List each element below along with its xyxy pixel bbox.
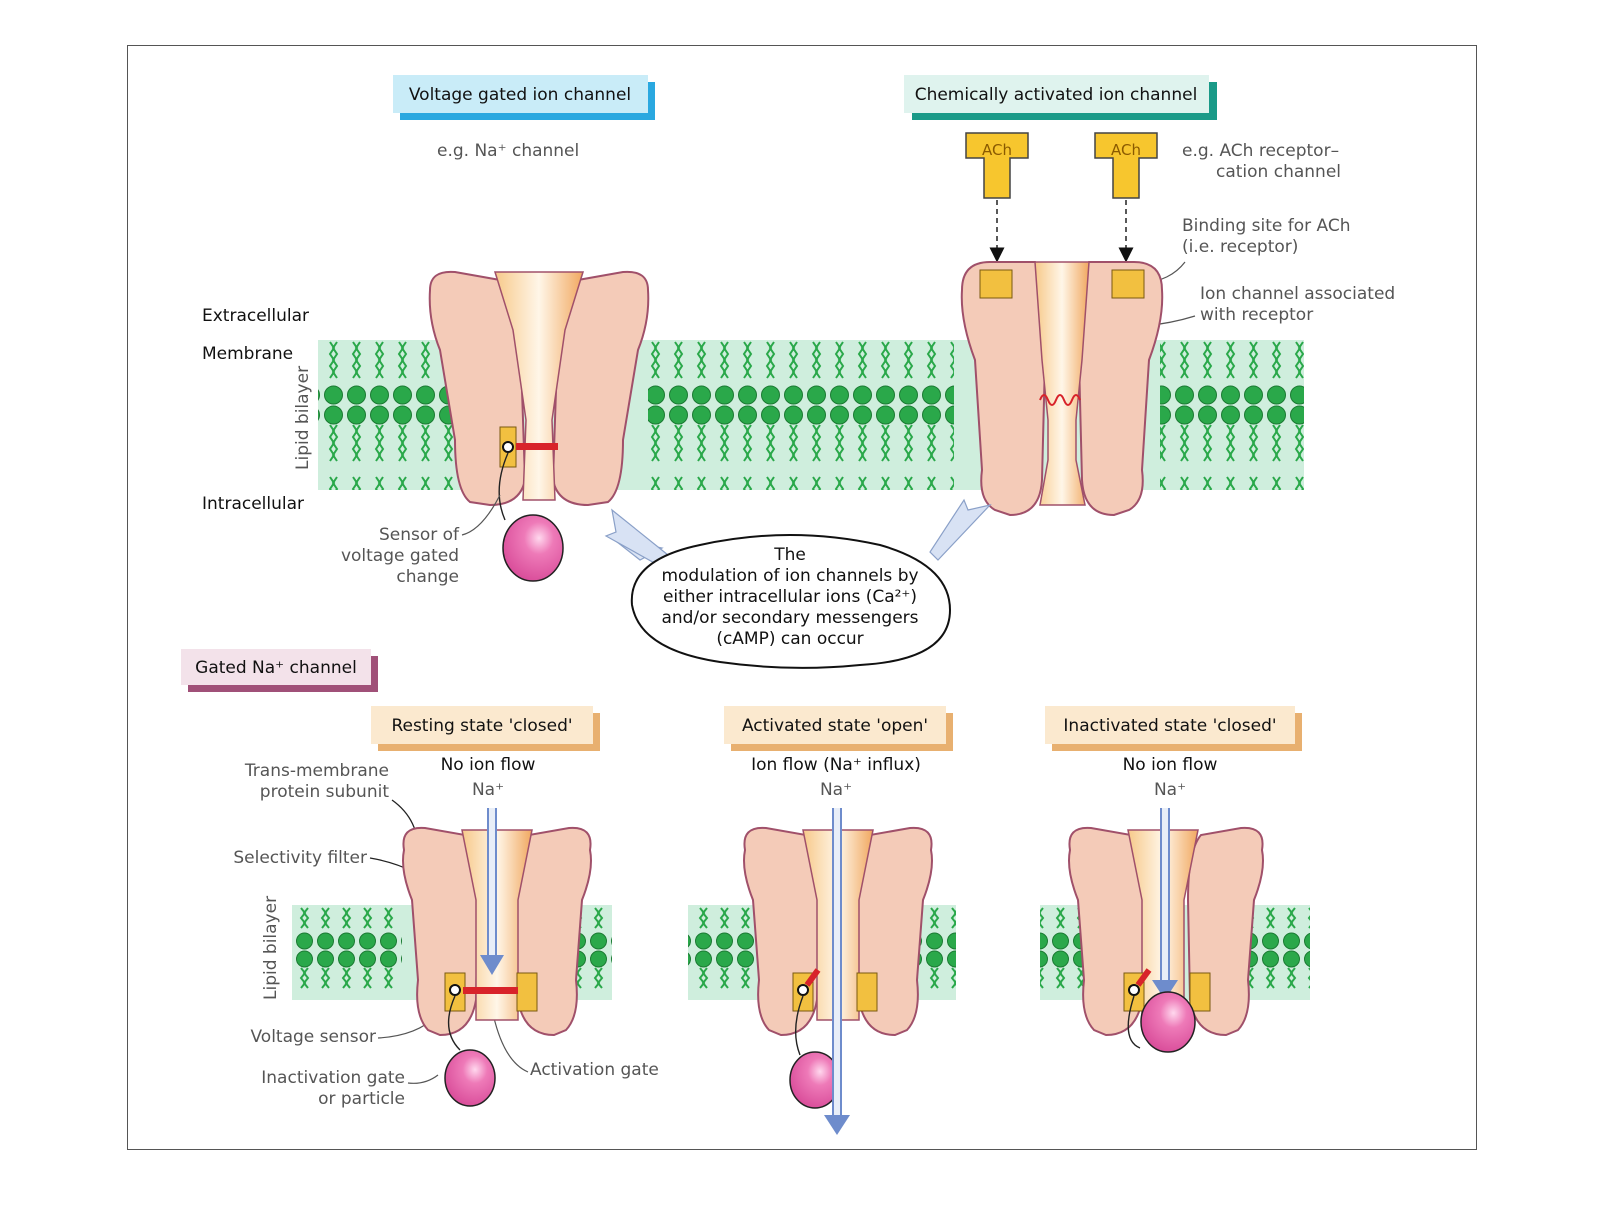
chem-example-line-1: e.g. ACh receptor–	[1182, 141, 1339, 161]
binding-site-line-2: (i.e. receptor)	[1182, 237, 1298, 257]
flow-text: No ion flow	[1123, 755, 1218, 775]
selectivity-label: Selectivity filter	[233, 848, 367, 868]
gated-na-title: Gated Na⁺ channel	[195, 658, 357, 678]
binding-site-line-1: Binding site for ACh	[1182, 216, 1351, 236]
ion-arrowhead	[1152, 980, 1178, 1000]
state-box-activated: Activated state 'open'	[724, 706, 953, 751]
state-title: Activated state 'open'	[742, 716, 928, 736]
ach-label: ACh	[1111, 141, 1141, 159]
inact-line-2: or particle	[318, 1089, 405, 1109]
sensor-tether	[498, 452, 509, 521]
ion-arrowhead	[824, 1115, 850, 1135]
activation-gate	[516, 443, 558, 450]
ion-label: Na⁺	[1154, 780, 1186, 800]
voltage-title: Voltage gated ion channel	[409, 85, 631, 105]
bubble-line-2: modulation of ion channels by	[661, 566, 918, 586]
ion-label: Na⁺	[820, 780, 852, 800]
activation-gate-label: Activation gate	[530, 1060, 659, 1080]
channel-gate-coil	[1039, 394, 1081, 406]
assoc-line-1: Ion channel associated	[1200, 284, 1395, 304]
sensor-line-1: Sensor of	[379, 525, 460, 545]
assoc-line-2: with receptor	[1200, 305, 1313, 325]
bubble-line-3: either intracellular ions (Ca²⁺)	[663, 587, 917, 607]
gated-na-title-box: Gated Na⁺ channel	[181, 649, 378, 692]
membrane-label: Membrane	[202, 344, 293, 364]
sensor-line-2: voltage gated	[341, 546, 459, 566]
bubble-line-5: (cAMP) can occur	[716, 629, 863, 649]
intracellular-label: Intracellular	[202, 494, 304, 514]
chem-example-line-2: cation channel	[1216, 162, 1341, 182]
bubble-line-4: and/or secondary messengers	[661, 608, 918, 628]
ach-binding-site	[1111, 269, 1145, 299]
ach-molecule-right: ACh	[1094, 132, 1158, 199]
state-box-inactivated: Inactivated state 'closed'	[1045, 706, 1302, 751]
state-title: Resting state 'closed'	[391, 716, 572, 736]
extracellular-label: Extracellular	[202, 306, 309, 326]
figure-frame	[127, 45, 1477, 1150]
trans-line-2: protein subunit	[260, 782, 390, 802]
ach-label: ACh	[982, 141, 1012, 159]
lipid-bilayer-label-bottom: Lipid bilayer	[261, 896, 281, 1000]
bubble-line-1: The	[773, 545, 806, 565]
leader-line	[407, 1074, 439, 1084]
flow-text: Ion flow (Na⁺ influx)	[751, 755, 921, 775]
inact-line-1: Inactivation gate	[261, 1068, 405, 1088]
modulation-arrow-right	[929, 498, 992, 561]
chem-title: Chemically activated ion channel	[915, 85, 1198, 105]
state-box-resting: Resting state 'closed'	[371, 706, 600, 751]
lipid-bilayer-label: Lipid bilayer	[293, 366, 313, 470]
state-title: Inactivated state 'closed'	[1063, 716, 1276, 736]
ion-label: Na⁺	[472, 780, 504, 800]
ach-binding-site	[979, 269, 1013, 299]
modulation-bubble	[604, 498, 992, 669]
sensor-line-3: change	[396, 567, 459, 587]
voltage-title-box: Voltage gated ion channel	[393, 75, 655, 120]
chemically-activated-channel	[960, 261, 1164, 517]
inactivation-particle	[444, 1049, 496, 1107]
voltage-sensor-label: Voltage sensor	[250, 1027, 376, 1047]
flow-text: No ion flow	[441, 755, 536, 775]
ion-arrowhead	[480, 955, 504, 975]
inactivation-particle	[502, 514, 564, 582]
channel-activated	[743, 826, 933, 1037]
leader-line	[461, 494, 501, 536]
voltage-example: e.g. Na⁺ channel	[437, 141, 579, 161]
chem-title-box: Chemically activated ion channel	[904, 75, 1217, 120]
inactivation-particle-blocking	[1140, 991, 1196, 1053]
voltage-gated-channel	[428, 270, 650, 507]
trans-line-1: Trans-membrane	[244, 761, 389, 781]
ach-molecule-left: ACh	[965, 132, 1029, 199]
